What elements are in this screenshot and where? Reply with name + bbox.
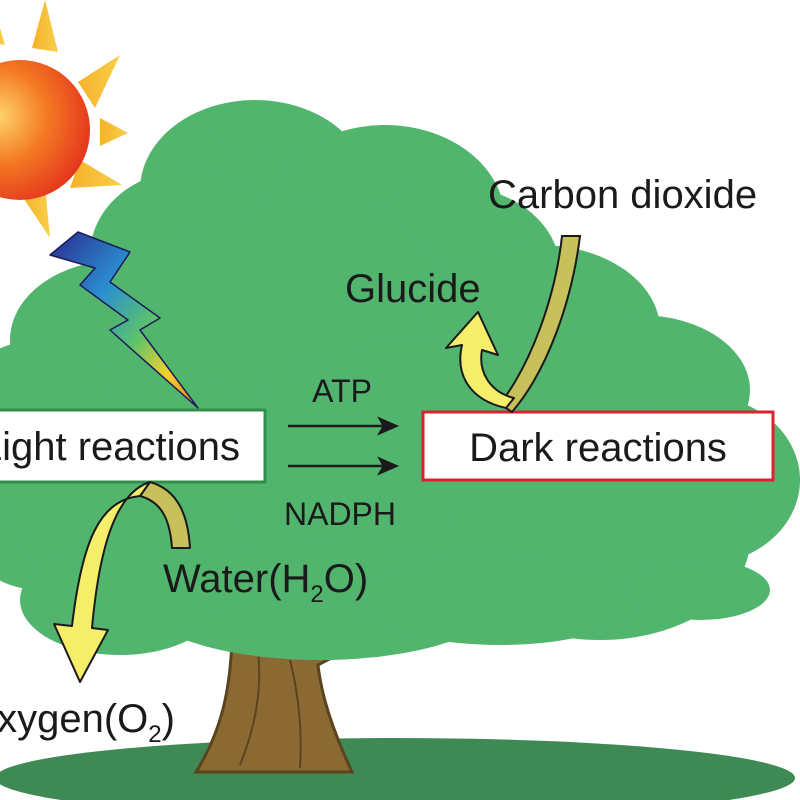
sun-icon	[0, 0, 128, 238]
oxygen-release-arrow	[53, 481, 151, 683]
trunk-bark-line-2	[289, 659, 302, 769]
water-label: Water(H2O)	[163, 557, 368, 608]
dark-reactions-label: Dark reactions	[469, 426, 727, 470]
atp-label: ATP	[312, 373, 372, 409]
oxygen-label: Oxygen(O2)	[0, 697, 175, 748]
dark-reactions-box	[421, 410, 775, 482]
glucide-label: Glucide	[345, 267, 481, 311]
carbon-dioxide-label: Carbon dioxide	[488, 173, 757, 217]
energy-transfer-arrows	[288, 416, 400, 476]
water-intake-arrow	[139, 481, 191, 549]
nadph-label: NADPH	[284, 496, 396, 532]
carbon-dioxide-intake-arrow	[498, 235, 582, 414]
ground-ellipse	[0, 738, 795, 800]
light-reactions-label: Light reactions	[0, 425, 240, 469]
light-reactions-box	[0, 408, 267, 484]
glucide-output-arrow	[445, 311, 515, 409]
lightning-bolt-icon	[49, 231, 199, 409]
trunk-bark-line	[239, 649, 261, 766]
